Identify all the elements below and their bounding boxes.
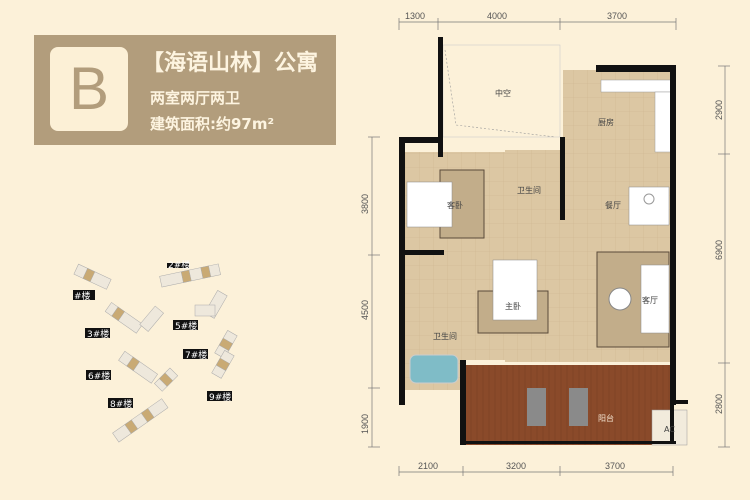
building-label: 2#楼 (168, 259, 190, 271)
unit-badge: B (50, 47, 128, 131)
building-label: 5#楼 (175, 320, 197, 332)
dimension-labels: 1300 4000 3700 2100 3200 3700 3800 4500 … (360, 11, 724, 471)
building-label: 9#楼 (209, 391, 231, 403)
dim-bottom: 3200 (506, 461, 526, 471)
building-label: 8#楼 (110, 398, 132, 410)
room-label-bathroom-2: 卫生间 (433, 331, 457, 341)
unit-layout: 两室两厅两卫 (150, 89, 241, 107)
dim-bottom: 2100 (418, 461, 438, 471)
building-label: 3#楼 (87, 328, 109, 340)
room-label-dining: 餐厅 (605, 201, 621, 210)
dimension-lines (368, 18, 730, 476)
room-label-living: 客厅 (642, 295, 658, 305)
dim-left: 4500 (360, 300, 370, 320)
unit-header: B 【海语山林】公寓 两室两厅两卫 建筑面积:约97m² (34, 35, 336, 145)
dim-top: 3700 (607, 11, 627, 21)
dim-right: 2900 (714, 100, 724, 120)
unit-title: 【海语山林】公寓 (142, 51, 319, 76)
dim-top: 1300 (405, 11, 425, 21)
room-label-kitchen: 厨房 (598, 117, 614, 127)
building-label: #楼 (74, 290, 91, 302)
dim-left: 1900 (360, 414, 370, 434)
room-label-void: 中空 (495, 88, 511, 98)
room-label-guest-bedroom: 客卧 (447, 200, 463, 210)
ac-label: AC (664, 425, 675, 434)
dim-top: 4000 (487, 11, 507, 21)
site-plan (73, 263, 238, 443)
site-plan-labels: #楼 2#楼 3#楼 5#楼 7#楼 6#楼 9#楼 8#楼 (73, 259, 232, 410)
dim-right: 2800 (714, 394, 724, 414)
floor-plan (399, 37, 688, 446)
dim-bottom: 3700 (605, 461, 625, 471)
room-label-bathroom-1: 卫生间 (517, 185, 541, 195)
building-label: 7#楼 (185, 349, 207, 361)
dim-right: 6900 (714, 240, 724, 260)
room-label-master-bedroom: 主卧 (505, 301, 521, 311)
room-label-balcony: 阳台 (598, 413, 614, 423)
building-label: 6#楼 (88, 370, 110, 382)
unit-area: 建筑面积:约97m² (150, 115, 275, 133)
room-labels: 中空 厨房 卫生间 客卧 餐厅 主卧 客厅 卫生间 阳台 AC (433, 88, 675, 434)
dim-left: 3800 (360, 194, 370, 214)
